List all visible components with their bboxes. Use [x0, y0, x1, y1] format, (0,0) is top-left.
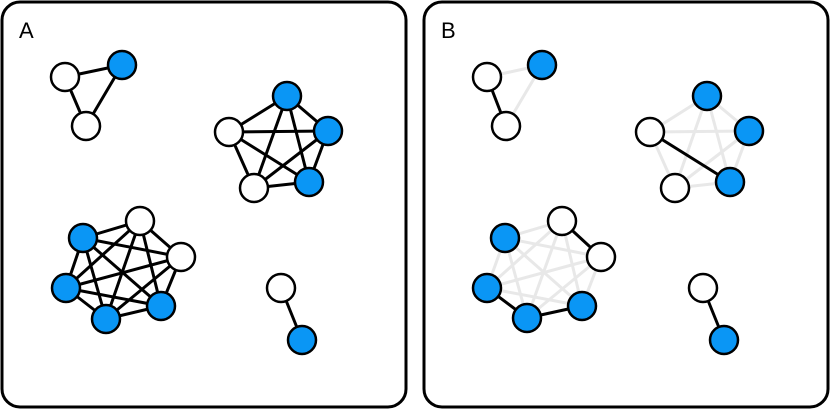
panel-a-node-p3 — [312, 115, 344, 147]
panel-b-node-h2 — [585, 241, 617, 273]
panel-b-node-h3 — [489, 222, 521, 254]
panel-a-edge-h1-h5 — [104, 219, 142, 321]
panel-a-node-p4 — [293, 166, 325, 198]
panel-b-nodes — [471, 49, 765, 356]
panel-b-node-d1 — [687, 272, 719, 304]
panel-a-node-h6 — [145, 290, 177, 322]
panel-b-node-a1 — [471, 61, 503, 93]
panel-b-node-p2 — [691, 80, 723, 112]
panel-b-node-h1 — [546, 205, 578, 237]
panel-b: B — [422, 0, 830, 409]
panel-b-edge-p3-p5 — [673, 129, 751, 190]
panel-a-edge-h2-h3 — [81, 236, 183, 259]
panel-b-node-h6 — [566, 290, 598, 322]
panel-a-node-a2 — [106, 49, 138, 81]
panel-b-node-p1 — [634, 116, 666, 148]
panel-b-node-a3 — [490, 110, 522, 142]
panel-a-node-h4 — [50, 272, 82, 304]
panel-a-edge-h3-h6 — [81, 236, 163, 308]
panel-a-node-a1 — [49, 61, 81, 93]
panel-a-node-h3 — [67, 222, 99, 254]
panel-a-edge-p1-p3 — [227, 129, 330, 134]
panel-b-edge-h2-h5 — [525, 255, 603, 320]
panel-b-node-a2 — [526, 49, 558, 81]
panel-b-node-d2 — [708, 324, 740, 356]
panel-a-edge-p1-p4 — [227, 130, 311, 184]
panel-b-edge-h3-h6 — [503, 236, 584, 308]
panel-a-edge-h2-h5 — [104, 255, 183, 321]
panel-b-node-p4 — [714, 166, 746, 198]
panel-a-node-h1 — [124, 205, 156, 237]
panel-b-edge-h2-h3 — [503, 236, 603, 259]
panel-b-node-h5 — [511, 302, 543, 334]
panel-a-edge-p3-p5 — [252, 129, 330, 190]
panel-b-node-p5 — [659, 172, 691, 204]
panel-a-edge-p2-p5 — [252, 94, 289, 190]
panel-a-node-d1 — [265, 272, 297, 304]
panel-a-node-p1 — [213, 116, 245, 148]
panel-a-label: A — [19, 18, 34, 43]
panel-b-edge-p1-p4 — [648, 130, 732, 184]
panel-b-edge-p1-p3 — [648, 129, 751, 134]
panel-a-node-h5 — [90, 303, 122, 335]
panel-b-edge-h1-h5 — [525, 219, 564, 320]
panel-b-edge-h4-h6 — [485, 286, 584, 308]
panel-b-label: B — [441, 18, 456, 43]
panel-b-edge-p2-p5 — [673, 94, 709, 190]
panel-a-node-h2 — [165, 241, 197, 273]
panel-b-node-p3 — [733, 115, 765, 147]
panel-a-node-p5 — [238, 172, 270, 204]
panel-a-node-a3 — [70, 110, 102, 142]
panel-a-node-p2 — [271, 80, 303, 112]
panel-a: A — [0, 0, 408, 409]
panel-a-node-d2 — [286, 324, 318, 356]
panel-a-edge-h4-h6 — [64, 286, 163, 308]
panel-b-node-h4 — [471, 272, 503, 304]
panel-a-nodes — [49, 49, 344, 356]
